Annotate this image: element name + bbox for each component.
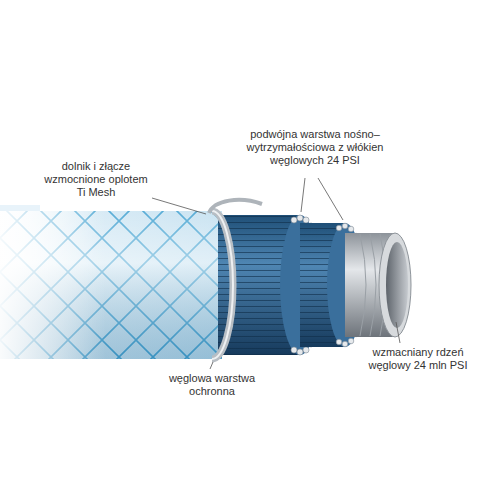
leader-lines xyxy=(152,178,400,369)
ti-ribbon xyxy=(209,200,262,213)
ti-band xyxy=(212,211,233,359)
part-label: węglowa warstwa ochronna xyxy=(164,372,260,398)
core-opening xyxy=(386,242,408,328)
outer-layer xyxy=(0,211,222,359)
part-label: wzmacniany rdzeń węglowy 24 mln PSI xyxy=(362,346,474,372)
ti-band-shine xyxy=(212,211,233,359)
part-label: dolnik i złącze wzmocnione oplotem Ti Me… xyxy=(42,160,150,199)
outer-fade xyxy=(0,211,222,359)
part-label: podwójna warstwa nośno– wytrzymałościowa… xyxy=(240,128,390,167)
outer-shade xyxy=(0,211,222,359)
core-face xyxy=(379,233,411,337)
braid xyxy=(0,211,222,359)
